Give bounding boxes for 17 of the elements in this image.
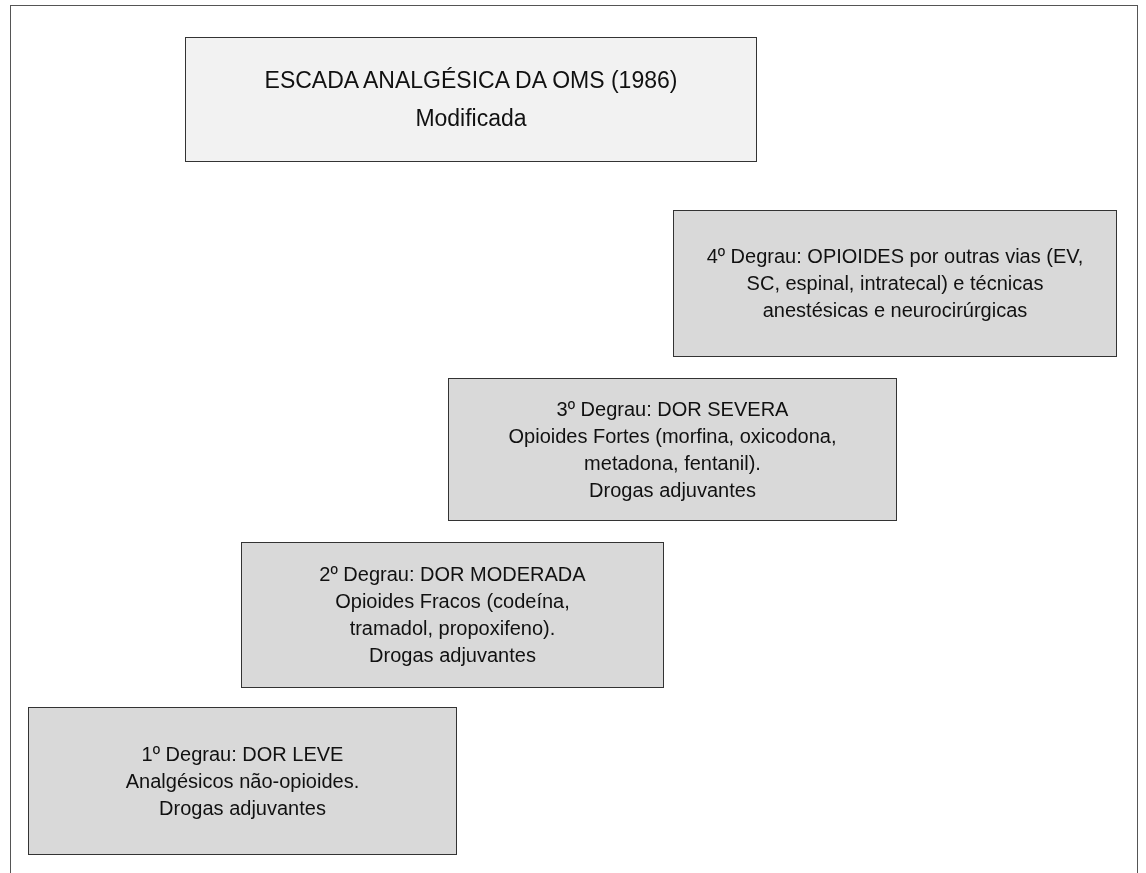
step-heading: 3º Degrau: DOR SEVERA xyxy=(556,396,789,422)
step-text: Opioides Fracos (codeína, tramadol, propoxifeno). xyxy=(334,589,571,641)
step-heading: 2º Degrau: DOR MODERADA xyxy=(319,562,586,587)
step-text: 4º Degrau: OPIOIDES por outras vias (EV, SC, espinal, intratecal) e técnicas anestésicas e neurocirúrgicas xyxy=(705,244,1085,323)
step-text: Analgésicos não-opioides. xyxy=(125,768,360,794)
step-text: Drogas adjuvantes xyxy=(589,477,756,503)
subtitle: Modificada xyxy=(415,103,527,133)
step-box xyxy=(28,707,457,855)
title-box xyxy=(185,37,757,162)
step-text: Drogas adjuvantes xyxy=(159,795,326,821)
step-text: Drogas adjuvantes xyxy=(369,643,536,668)
step-box xyxy=(673,210,1117,357)
step-box xyxy=(241,542,664,688)
step-text: Opioides Fortes (morfina, oxicodona, metadona, fentanil). xyxy=(507,423,838,476)
step-heading: 1º Degrau: DOR LEVE xyxy=(141,741,344,767)
title-heading: ESCADA ANALGÉSICA DA OMS (1986) xyxy=(264,66,678,96)
step-box xyxy=(448,378,897,521)
